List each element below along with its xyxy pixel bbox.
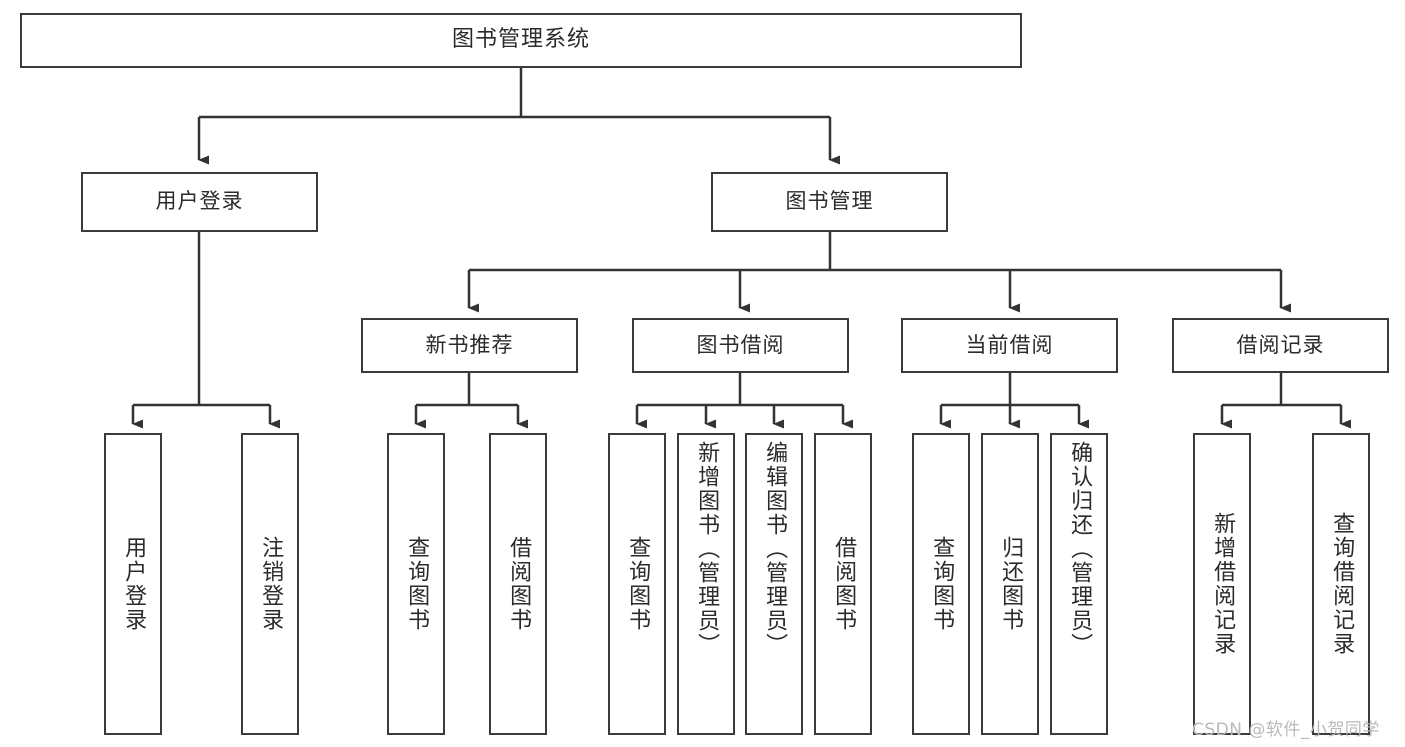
leaf-label: 查询图书 <box>625 536 651 632</box>
leaf-book-borrow-borrow-book[interactable]: 借阅图书 <box>814 433 872 735</box>
node-user-login-label: 用户登录 <box>155 189 244 214</box>
node-current-borrow[interactable]: 当前借阅 <box>901 318 1118 373</box>
leaf-label: 查询借阅记录 <box>1329 512 1355 656</box>
leaf-user-login-logout[interactable]: 注销登录 <box>241 433 299 735</box>
leaf-inner: 注销登录 <box>243 435 297 733</box>
leaf-label: 借阅图书 <box>831 536 857 632</box>
leaf-label: 用户登录 <box>121 536 147 632</box>
node-new-book-recommend-label: 新书推荐 <box>425 332 514 357</box>
leaf-book-borrow-query-book[interactable]: 查询图书 <box>608 433 666 735</box>
leaf-label: 借阅图书 <box>506 536 532 632</box>
leaf-inner: 归还图书 <box>983 435 1037 733</box>
leaf-current-borrow-confirm-return-admin[interactable]: 确认归还（管理员） <box>1050 433 1108 735</box>
leaf-label: 查询图书 <box>929 536 955 632</box>
node-book-management[interactable]: 图书管理 <box>711 172 948 232</box>
leaf-book-borrow-add-book-admin[interactable]: 新增图书（管理员） <box>677 433 735 735</box>
leaf-inner: 新增借阅记录 <box>1195 435 1249 733</box>
leaf-inner: 编辑图书（管理员） <box>747 435 801 739</box>
leaf-inner: 确认归还（管理员） <box>1052 435 1106 739</box>
node-book-management-label: 图书管理 <box>785 189 874 214</box>
node-book-borrow[interactable]: 图书借阅 <box>632 318 849 373</box>
leaf-label: 新增借阅记录 <box>1210 512 1236 656</box>
leaf-current-borrow-return-book[interactable]: 归还图书 <box>981 433 1039 735</box>
node-new-book-recommend[interactable]: 新书推荐 <box>361 318 578 373</box>
leaf-inner: 借阅图书 <box>816 435 870 733</box>
leaf-label: 确认归还（管理员） <box>1067 441 1093 657</box>
leaf-inner: 查询图书 <box>610 435 664 733</box>
node-borrow-record[interactable]: 借阅记录 <box>1172 318 1389 373</box>
node-borrow-record-label: 借阅记录 <box>1236 332 1325 357</box>
leaf-inner: 查询图书 <box>914 435 968 733</box>
leaf-current-borrow-query-book[interactable]: 查询图书 <box>912 433 970 735</box>
leaf-label: 注销登录 <box>258 536 284 632</box>
leaf-inner: 查询图书 <box>389 435 443 733</box>
leaf-borrow-record-add-record[interactable]: 新增借阅记录 <box>1193 433 1251 735</box>
node-root-book-management-system[interactable]: 图书管理系统 <box>20 13 1022 68</box>
node-book-borrow-label: 图书借阅 <box>696 332 785 357</box>
leaf-book-borrow-edit-book-admin[interactable]: 编辑图书（管理员） <box>745 433 803 735</box>
leaf-inner: 新增图书（管理员） <box>679 435 733 739</box>
node-user-login[interactable]: 用户登录 <box>81 172 318 232</box>
node-current-borrow-label: 当前借阅 <box>965 332 1054 357</box>
leaf-label: 新增图书（管理员） <box>694 441 720 657</box>
leaf-user-login-login[interactable]: 用户登录 <box>104 433 162 735</box>
leaf-inner: 借阅图书 <box>491 435 545 733</box>
leaf-new-book-query-book[interactable]: 查询图书 <box>387 433 445 735</box>
node-root-label: 图书管理系统 <box>451 27 590 53</box>
leaf-label: 查询图书 <box>404 536 430 632</box>
leaf-new-book-borrow-book[interactable]: 借阅图书 <box>489 433 547 735</box>
leaf-label: 归还图书 <box>998 536 1024 632</box>
leaf-inner: 用户登录 <box>106 435 160 733</box>
leaf-borrow-record-query-record[interactable]: 查询借阅记录 <box>1312 433 1370 735</box>
csdn-watermark: CSDN @软件_小贺同学 <box>1192 720 1380 740</box>
leaf-label: 编辑图书（管理员） <box>762 441 788 657</box>
leaf-inner: 查询借阅记录 <box>1314 435 1368 733</box>
